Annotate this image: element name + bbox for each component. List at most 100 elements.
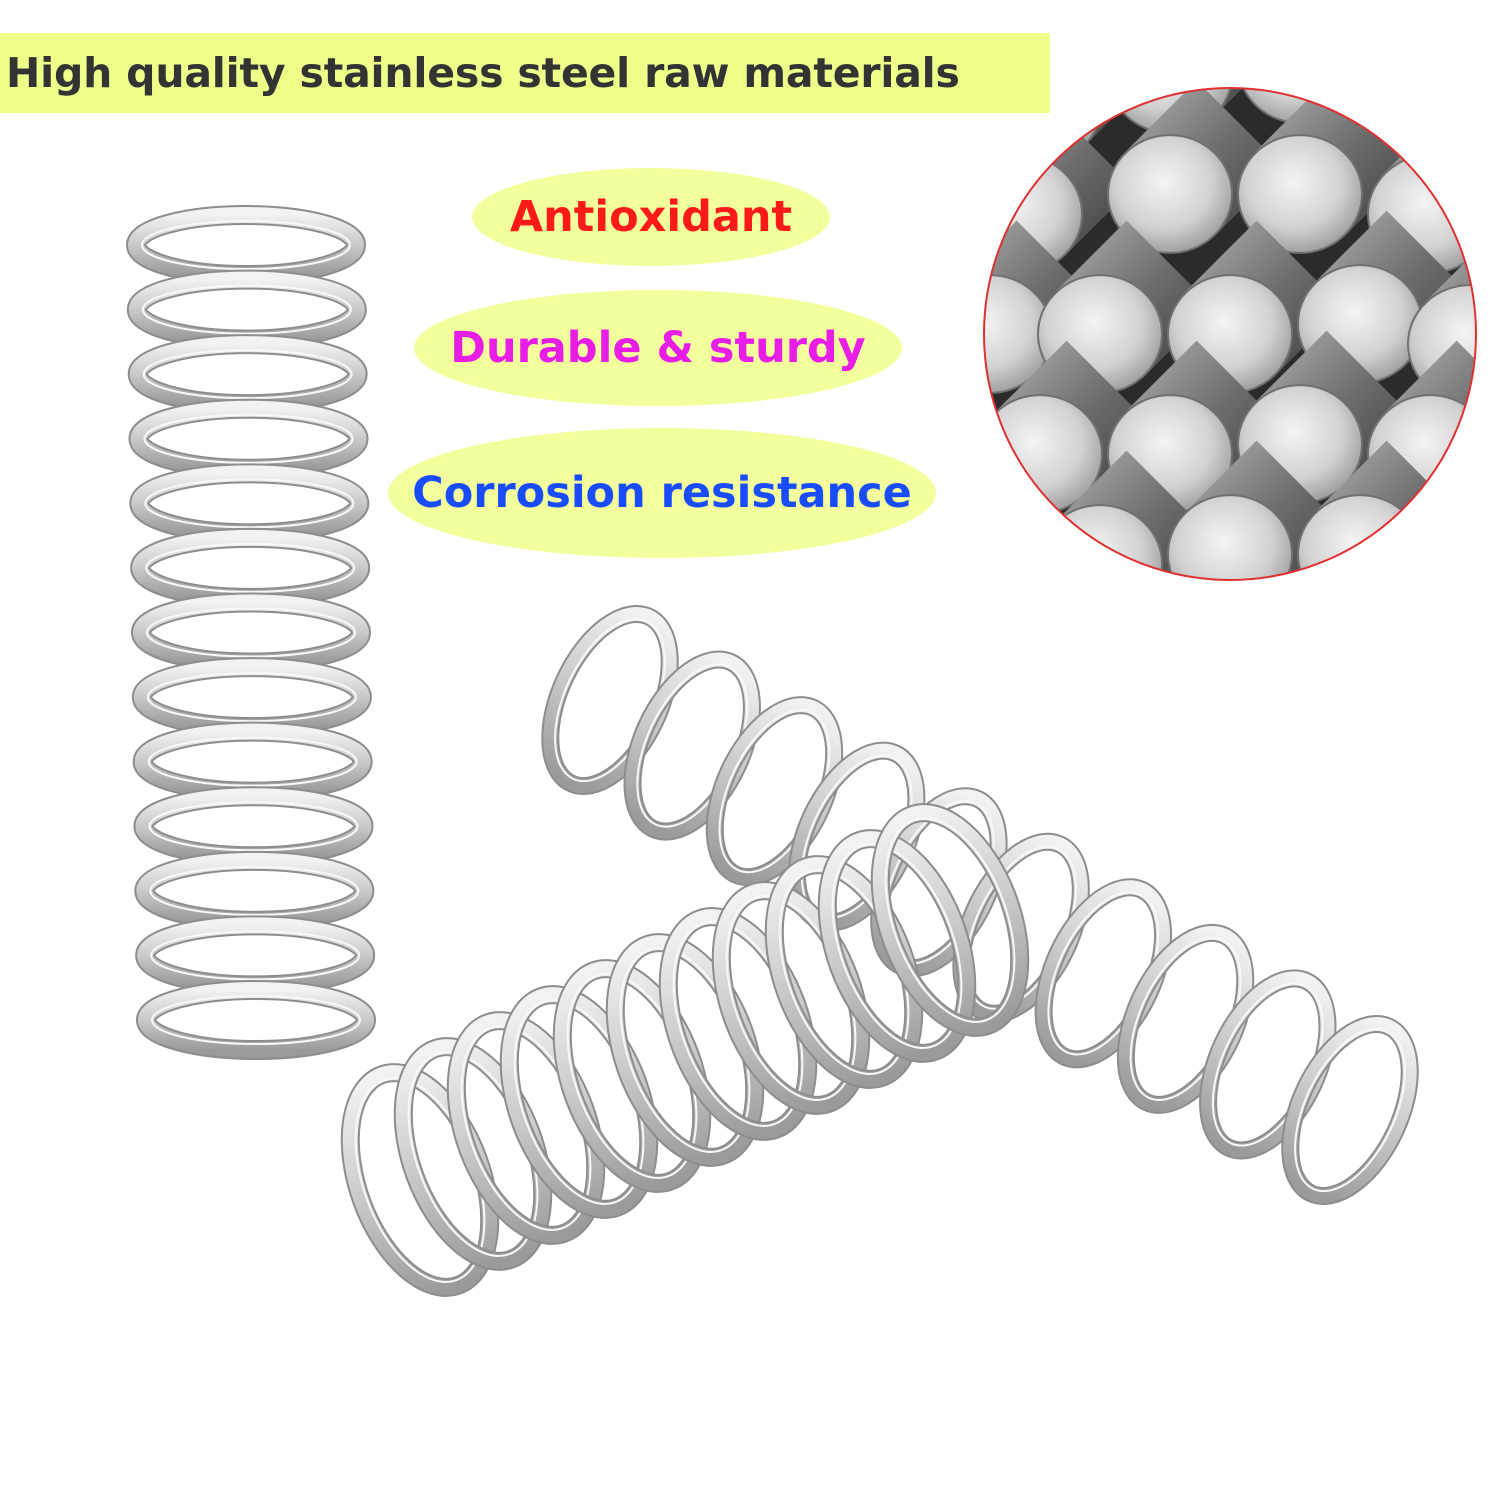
spring-coil-highlight [146, 607, 356, 658]
spring-coil [543, 606, 677, 794]
steel-rod-face [1107, 134, 1233, 254]
spring-coil [135, 788, 372, 865]
spring-coil-highlight [148, 801, 359, 852]
spring-coil [607, 935, 763, 1165]
spring-coil-highlight [1294, 1027, 1406, 1193]
headline-text: High quality stainless steel raw materia… [6, 49, 960, 97]
feature-label: Durable & sturdy [450, 323, 866, 373]
spring-coil [130, 400, 367, 477]
spring-coil [137, 917, 374, 994]
spring-coil [138, 982, 374, 1058]
spring-coil-outline [127, 334, 368, 415]
spring-coil-outline [135, 915, 376, 996]
spring-coil-highlight [1211, 982, 1324, 1147]
feature-badge-antioxidant: Antioxidant [472, 168, 830, 266]
spring-coil-outline [817, 829, 977, 1063]
spring-coil-outline [952, 832, 1090, 1023]
spring-coil [134, 723, 371, 800]
steel-rod-shaft [1386, 88, 1476, 138]
spring-coil-outline [128, 398, 369, 479]
spring-coil-highlight [619, 947, 751, 1153]
spring-coil [129, 336, 366, 413]
spring-coil-outline [870, 787, 1008, 978]
spring-coil [554, 961, 710, 1191]
spring-coil-outline [134, 850, 375, 931]
spring-coil [625, 652, 759, 839]
spring-coil-outline [605, 933, 765, 1167]
spring-coil-highlight [831, 843, 963, 1049]
feature-label: Corrosion resistance [412, 468, 912, 518]
headline-banner: High quality stainless steel raw materia… [0, 33, 1050, 113]
spring-coil-outline [131, 592, 371, 673]
spring-coil-highlight [141, 284, 352, 335]
spring-coil-outline [499, 985, 659, 1219]
spring-coil-outline [340, 1063, 500, 1297]
spring-coil [131, 465, 368, 542]
spring-coil [872, 789, 1006, 976]
spring-coil [133, 659, 370, 736]
steel-rod-face [1237, 134, 1363, 254]
spring-coil-outline [787, 741, 926, 932]
spring-coil-highlight [147, 736, 358, 787]
spring-coil [789, 743, 924, 930]
spring-coil-outline [711, 881, 871, 1115]
spring-coil-outline [552, 959, 712, 1193]
spring-coil-highlight [513, 999, 645, 1205]
spring-coil [501, 987, 657, 1217]
spring-vertical [126, 205, 376, 1060]
spring-coil-highlight [882, 800, 995, 965]
spring-coil [448, 1013, 604, 1243]
spring-coil [1201, 971, 1335, 1158]
spring-coil [132, 529, 369, 606]
spring-diagonal-front [340, 803, 1030, 1297]
spring-coil-highlight [150, 930, 361, 981]
spring-coil-outline [393, 1037, 553, 1271]
spring-coil-outline [130, 527, 371, 608]
spring-coil-outline [764, 855, 924, 1089]
spring-coil [819, 831, 975, 1061]
steel-rod-face [1167, 494, 1293, 580]
spring-coil-highlight [1047, 891, 1160, 1056]
spring-coil-outline [129, 463, 370, 544]
spring-coil-highlight [554, 617, 666, 783]
spring-coil-outline [446, 1011, 606, 1245]
spring-coil [133, 594, 369, 671]
spring-coil-highlight [151, 995, 361, 1045]
spring-coil-outline [126, 269, 367, 350]
spring-coil-highlight [146, 672, 357, 723]
spring-coil-highlight [141, 220, 351, 270]
spring-coil-highlight [800, 754, 913, 919]
spring-coil-highlight [407, 1051, 539, 1257]
spring-coil-outline [870, 803, 1030, 1037]
spring-coil-outline [705, 696, 844, 887]
spring-coil-highlight [725, 895, 857, 1101]
spring-coil-highlight [965, 845, 1078, 1010]
spring-coil-outline [1034, 878, 1173, 1069]
spring-coil-highlight [144, 478, 355, 529]
feature-badge-durable: Durable & sturdy [414, 290, 902, 406]
spring-coil-highlight [718, 709, 831, 874]
feature-badge-corrosion: Corrosion resistance [388, 428, 936, 558]
spring-coil-outline [136, 980, 376, 1060]
spring-coil [128, 207, 364, 283]
spring-coil-highlight [354, 1077, 486, 1283]
spring-coil-outline [1199, 969, 1337, 1160]
spring-coil-outline [133, 786, 374, 867]
feature-label: Antioxidant [509, 192, 793, 242]
steel-rods-photo [983, 87, 1477, 581]
steel-rod-shaft [1426, 230, 1476, 388]
spring-coil-outline [1281, 1014, 1419, 1206]
spring-coil [395, 1039, 551, 1269]
spring-coil [713, 883, 869, 1113]
spring-coil [342, 1065, 498, 1295]
spring-coil-highlight [566, 973, 698, 1179]
spring-coil-highlight [636, 663, 749, 828]
spring-coil [872, 805, 1028, 1035]
spring-coil-outline [131, 657, 372, 738]
spring-coil-outline [132, 721, 373, 802]
spring-coil [1118, 925, 1253, 1112]
spring-coil-highlight [1129, 936, 1242, 1101]
spring-coil-highlight [884, 817, 1016, 1023]
spring-coil [660, 909, 816, 1139]
